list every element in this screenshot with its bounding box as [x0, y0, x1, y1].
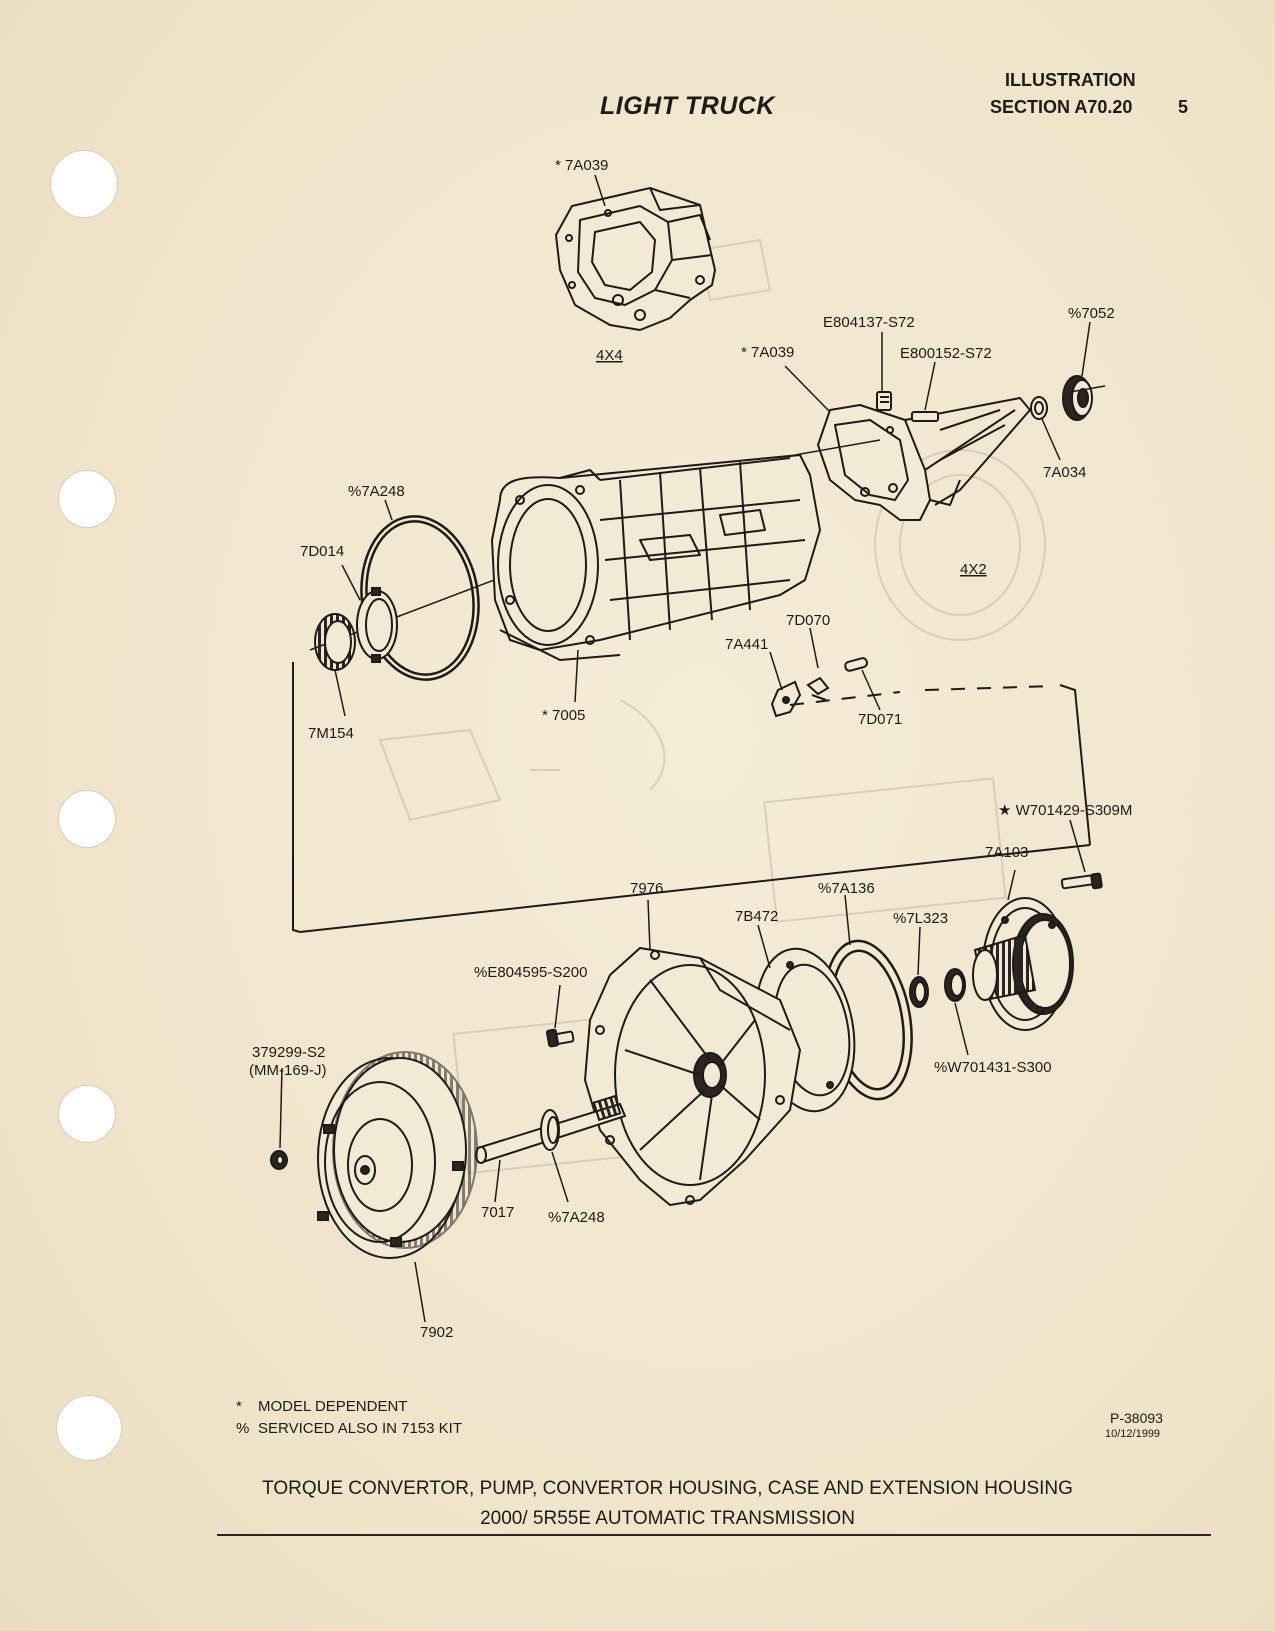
- label-7052: %7052: [1068, 305, 1115, 322]
- label-7m154: 7M154: [308, 725, 354, 742]
- seal-ring-7a248-shaft: [540, 1109, 560, 1151]
- label-e800152: E800152-S72: [900, 345, 992, 362]
- bushing-7a034: [1030, 396, 1048, 420]
- label-7a103: 7A103: [985, 844, 1028, 861]
- stud-e800152: [911, 411, 939, 422]
- transmission-case-7005: [491, 454, 821, 661]
- legend-kit-symbol: %: [236, 1420, 250, 1437]
- illustration-label: ILLUSTRATION: [1005, 70, 1136, 90]
- stud-e804137: [876, 391, 892, 411]
- punch-hole-3: [58, 790, 116, 848]
- lever-7a441: [770, 680, 802, 718]
- label-7l323: %7L323: [893, 910, 948, 927]
- label-7d070: 7D070: [786, 612, 830, 629]
- label-w701431: %W701431-S300: [934, 1059, 1052, 1076]
- legend-kit-text: SERVICED ALSO IN 7153 KIT: [258, 1420, 462, 1437]
- seal-w701431: [944, 968, 966, 1002]
- caption-line-1: TORQUE CONVERTOR, PUMP, CONVERTOR HOUSIN…: [262, 1478, 1073, 1499]
- section-label: SECTION A70.20: [990, 97, 1133, 117]
- legend-model-text: MODEL DEPENDENT: [258, 1398, 408, 1415]
- legend-kit: % SERVICED ALSO IN 7153 KIT: [236, 1420, 462, 1437]
- page-number: 5: [1178, 97, 1189, 117]
- pump-7a103: [972, 897, 1074, 1031]
- punch-hole-4: [58, 1085, 116, 1143]
- nut-379299: [270, 1150, 288, 1170]
- punch-hole-5: [56, 1395, 122, 1461]
- pin-7d071: [844, 657, 869, 672]
- label-4x4: 4X4: [596, 347, 623, 364]
- punch-hole-2: [58, 470, 116, 528]
- label-7902: 7902: [420, 1324, 453, 1341]
- label-7a441: 7A441: [725, 636, 768, 653]
- label-7a136: %7A136: [818, 880, 875, 897]
- publication-date: 10/12/1999: [1105, 1428, 1161, 1440]
- label-mm169: (MM-169-J): [249, 1062, 327, 1079]
- label-7d014: 7D014: [300, 543, 344, 560]
- leader-lines: [279, 174, 1091, 1323]
- label-7b472: 7B472: [735, 908, 778, 925]
- bolt-e804595: [546, 1028, 575, 1048]
- label-7a039-top: * 7A039: [555, 157, 608, 174]
- extension-housing-4x4: [555, 187, 716, 331]
- label-7976: 7976: [630, 880, 663, 897]
- label-w701429: ★ W701429-S309M: [998, 802, 1132, 819]
- label-7d071: 7D071: [858, 711, 902, 728]
- label-7017: 7017: [481, 1204, 514, 1221]
- label-e804595: %E804595-S200: [474, 964, 587, 981]
- spring-7d070: [806, 676, 830, 701]
- bearing-7m154: [314, 613, 356, 671]
- legend-model-dependent: * MODEL DEPENDENT: [236, 1398, 407, 1415]
- torque-converter-7902: [317, 1051, 478, 1259]
- thrust-washer-7l323: [909, 976, 929, 1008]
- part-labels: * 7A039 4X4 * 7A039 E804137-S72 E800152-…: [249, 157, 1132, 1341]
- label-7a034: 7A034: [1043, 464, 1086, 481]
- legend-model-symbol: *: [236, 1398, 242, 1415]
- bearing-7d014: [356, 587, 398, 663]
- bolt-w701429: [1060, 872, 1103, 890]
- label-e804137: E804137-S72: [823, 314, 915, 331]
- assembly-bracket: [292, 662, 1091, 933]
- footer-rule: [217, 1534, 1211, 1536]
- label-7005: * 7005: [542, 707, 585, 724]
- punch-hole-1: [50, 150, 118, 218]
- extension-housing-4x2: [817, 397, 1031, 521]
- seal-7052: [1062, 375, 1093, 421]
- page-title: LIGHT TRUCK: [600, 92, 775, 120]
- caption-line-2: 2000/ 5R55E AUTOMATIC TRANSMISSION: [480, 1508, 855, 1529]
- label-7a039-mid: * 7A039: [741, 344, 794, 361]
- label-7a248-top: %7A248: [348, 483, 405, 500]
- label-4x2: 4X2: [960, 561, 987, 578]
- label-7a248-bottom: %7A248: [548, 1209, 605, 1226]
- convertor-housing-7976: [584, 947, 801, 1206]
- label-379299: 379299-S2: [252, 1044, 325, 1061]
- part-number: P-38093: [1110, 1410, 1163, 1426]
